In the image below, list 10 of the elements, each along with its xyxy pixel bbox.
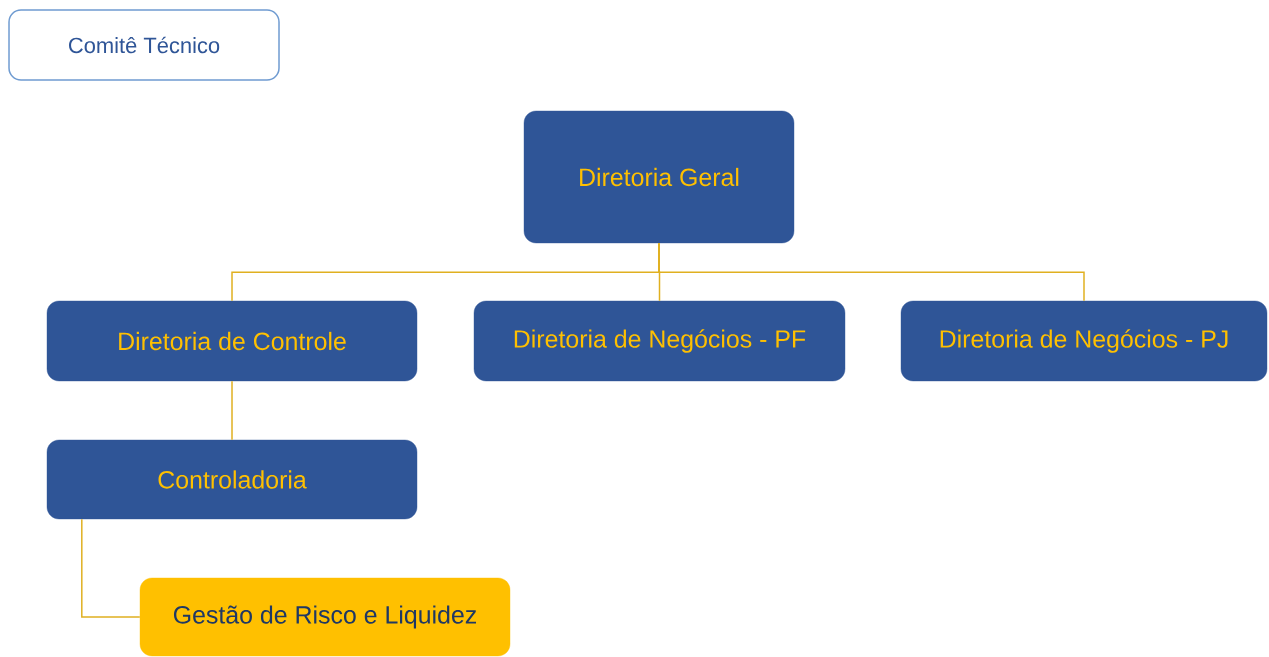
org-box: Controladoria <box>46 439 418 520</box>
connector-line <box>81 518 141 618</box>
connector-line <box>231 380 233 441</box>
org-box: Gestão de Risco e Liquidez <box>139 577 511 657</box>
org-box: Diretoria de Controle <box>46 300 418 382</box>
committee-box: Comitê Técnico <box>8 9 280 81</box>
org-box: Diretoria de Negócios - PJ <box>900 300 1268 382</box>
connector-line <box>658 242 1085 302</box>
org-box: Diretoria de Negócios - PF <box>473 300 846 382</box>
org-box: Diretoria Geral <box>523 110 795 244</box>
